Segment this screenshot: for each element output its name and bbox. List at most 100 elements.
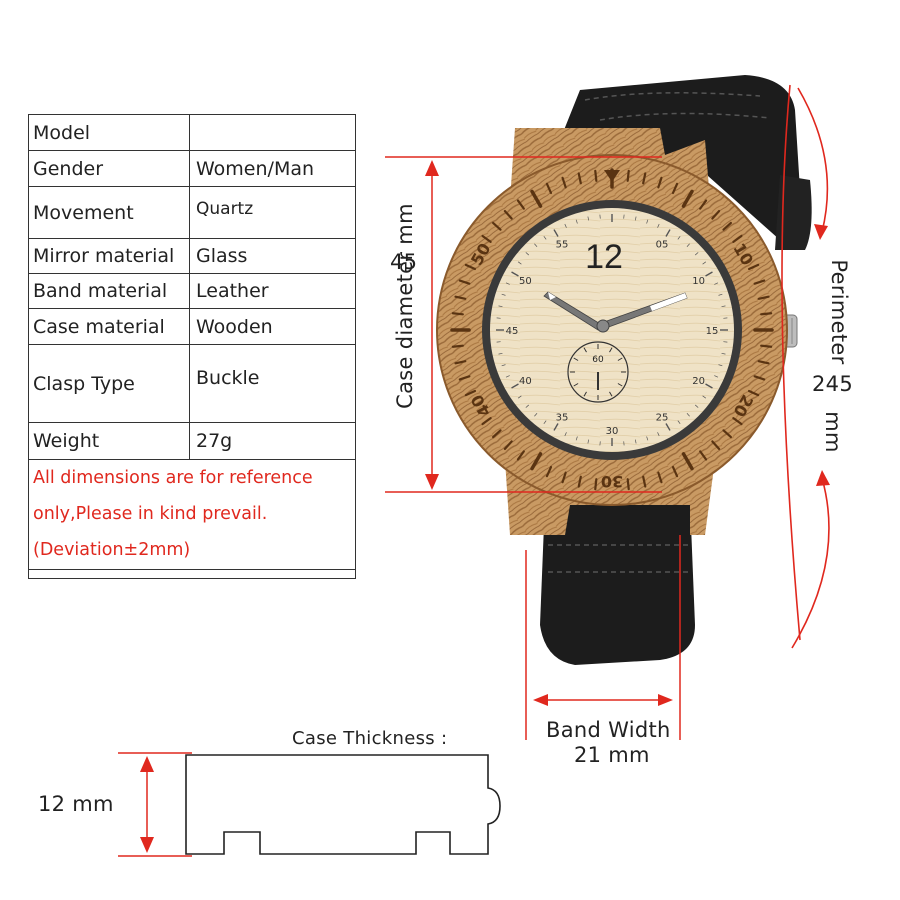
dial-tick [646, 436, 649, 441]
dial-tick [517, 395, 522, 399]
dial-tick [714, 375, 719, 378]
bezel-tick [530, 452, 543, 471]
dial-minute-05: 05 [656, 239, 669, 250]
dial-tick [718, 293, 723, 296]
spec-value: Buckle [189, 344, 356, 423]
bezel-tick [657, 176, 663, 189]
dial-tick [564, 223, 567, 228]
bezel-tick [722, 429, 733, 439]
dial-minute-45: 45 [506, 326, 519, 337]
dial-tick [587, 216, 590, 221]
dial-tick [505, 375, 510, 378]
dial-minute-55: 55 [556, 239, 569, 250]
dial-tick [634, 439, 637, 444]
bezel-tick [503, 440, 513, 451]
dial-tick [553, 229, 559, 237]
dial-tick [575, 219, 578, 224]
bezel-tick [681, 452, 694, 471]
subdial-tick [583, 391, 587, 397]
dial-tick [694, 252, 699, 256]
strap-bottom [540, 500, 695, 665]
bezel-tick [454, 360, 467, 365]
spec-value: Wooden [189, 308, 356, 345]
spec-table: Model Gender Women/Man Movement Quartz M… [28, 114, 356, 579]
bezel-tick [516, 199, 525, 210]
bezel-tick [699, 199, 708, 210]
dial-tick [553, 423, 559, 431]
dial-minute-40: 40 [519, 376, 532, 387]
dial-tick [677, 235, 681, 240]
dial-tick [702, 261, 707, 265]
subdial-ticks [570, 344, 626, 400]
perimeter-label: Perimeter [827, 259, 851, 365]
spec-label: Clasp Type [28, 344, 190, 423]
dial-tick [714, 282, 719, 285]
dial-tick [511, 271, 519, 277]
dial-tick [525, 252, 530, 256]
dial-minute-15: 15 [706, 326, 719, 337]
bezel-tick [711, 209, 721, 220]
spec-label: Mirror material [28, 238, 190, 274]
bezel-tick [626, 478, 630, 491]
dial-tick [705, 383, 713, 389]
spec-row-mirror: Mirror material Glass [28, 238, 356, 274]
dial-tick [657, 432, 660, 437]
spec-row-weight: Weight 27g [28, 422, 356, 460]
bezel-tick [747, 263, 760, 271]
subdial-tick [617, 357, 623, 361]
dial-tick [587, 439, 590, 444]
bezel-tick [732, 234, 743, 243]
perimeter-value: 245 [812, 372, 853, 396]
bezel-tick [503, 209, 513, 220]
bezel-tick [545, 465, 553, 478]
perimeter-dimension [781, 84, 830, 649]
dial-tick [543, 420, 547, 425]
bezel-tick [594, 169, 598, 182]
spec-value: 27g [189, 422, 356, 460]
dial-tick [686, 412, 690, 417]
subdial-tick [609, 347, 613, 353]
dial-tick [564, 432, 567, 437]
dial-tick [517, 261, 522, 265]
dial-minute-35: 35 [556, 413, 569, 424]
dial-tick [543, 235, 547, 240]
bezel-tick [577, 172, 582, 185]
bezel-tick [757, 360, 770, 365]
bezel-tick [760, 344, 773, 348]
bezel-tick [711, 440, 721, 451]
bezel-tick [753, 279, 766, 285]
bezel-tick [458, 375, 471, 381]
bezel-tick [464, 263, 477, 271]
dial-minute-50: 50 [519, 276, 532, 287]
bezel-tick [681, 189, 694, 208]
bezel-tick [561, 471, 567, 484]
spec-table-footer [28, 569, 356, 579]
dial-minute-30: 30 [606, 426, 619, 437]
band-width-value: 21 mm [574, 743, 650, 767]
spec-note-row: All dimensions are for reference only,Pl… [28, 459, 356, 570]
bezel-tick [545, 182, 553, 195]
subdial-tick [617, 383, 623, 387]
bezel-tick [516, 450, 525, 461]
strap-keeper [775, 175, 812, 250]
watch-hands [543, 291, 688, 333]
case-thickness-label: Case Thickness : [292, 728, 448, 749]
subdial-label: 60 [592, 355, 604, 365]
band-width-dimension [525, 535, 681, 740]
spec-row-movement: Movement Quartz [28, 186, 356, 239]
dial-tick [498, 352, 503, 355]
dial-minute-25: 25 [656, 413, 669, 424]
bezel-tick [753, 375, 766, 381]
dial-tick [634, 216, 637, 221]
subdial-tick [573, 357, 579, 361]
bezel-tick [642, 172, 647, 185]
bezel-tick [671, 465, 679, 478]
spec-row-clasp: Clasp Type Buckle [28, 344, 356, 423]
band-width-label: Band Width [546, 718, 671, 742]
dial-tick [646, 219, 649, 224]
bezel-tick [458, 279, 471, 285]
reference-note: All dimensions are for reference only,Pl… [28, 459, 356, 570]
dial-minute-20: 20 [692, 376, 705, 387]
bezel-tick [464, 389, 477, 397]
bezel-tick [577, 475, 582, 488]
